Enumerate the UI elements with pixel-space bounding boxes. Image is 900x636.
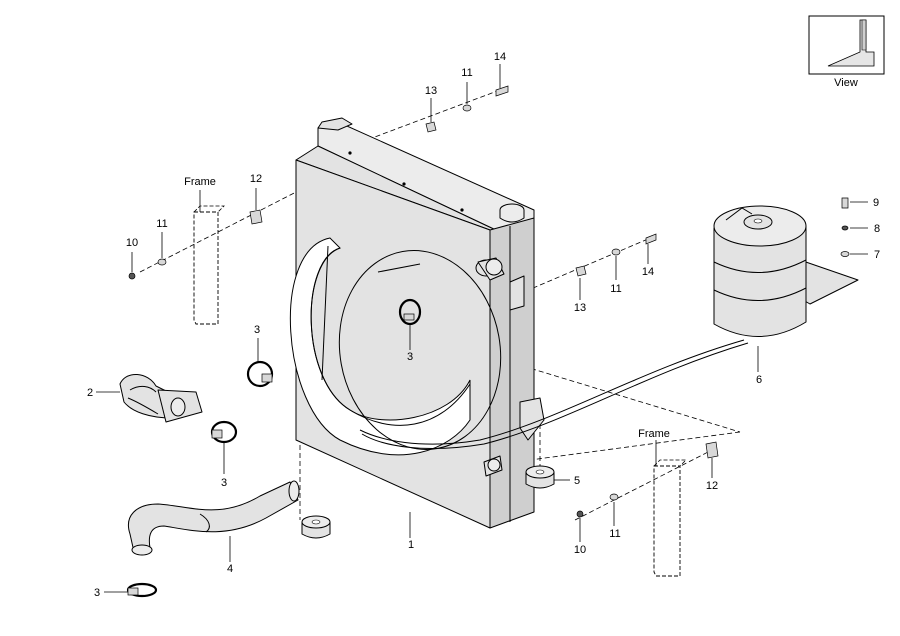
callout-13-mid: 13 bbox=[574, 302, 586, 314]
lower-hose bbox=[128, 480, 300, 556]
callout-labels: 1 2 3 3 3 3 4 5 6 7 8 9 10 10 11 11 11 1… bbox=[87, 51, 880, 599]
isolator-left bbox=[301, 515, 331, 539]
callout-3-b: 3 bbox=[254, 324, 260, 336]
bolt-9 bbox=[841, 197, 849, 209]
callout-3-c: 3 bbox=[221, 477, 227, 489]
callout-2: 2 bbox=[87, 387, 93, 399]
washer-11-mid bbox=[611, 248, 621, 256]
nut-10-right bbox=[576, 510, 584, 518]
clamp-lower-left bbox=[210, 420, 238, 444]
hardware bbox=[128, 85, 850, 518]
callout-11-top: 11 bbox=[461, 67, 472, 79]
callout-11-left: 11 bbox=[156, 218, 167, 230]
frame-right-label: Frame bbox=[638, 428, 670, 440]
coolant-reservoir bbox=[359, 205, 859, 450]
bolt-12-right bbox=[705, 441, 719, 459]
callout-10-right: 10 bbox=[574, 544, 586, 556]
callout-12-right: 12 bbox=[706, 480, 718, 492]
bolt-12-left bbox=[249, 209, 263, 225]
callout-3-a: 3 bbox=[407, 351, 413, 363]
washer-11-top bbox=[462, 104, 472, 112]
callout-13-top: 13 bbox=[425, 85, 437, 97]
nut-10-left bbox=[128, 272, 136, 280]
nut-8 bbox=[841, 225, 849, 231]
nut-13-mid bbox=[575, 265, 587, 277]
callout-10-left: 10 bbox=[126, 237, 138, 249]
callout-14-mid: 14 bbox=[642, 266, 654, 278]
callout-12-left: 12 bbox=[250, 173, 262, 185]
callout-8: 8 bbox=[874, 223, 880, 235]
isolator-right bbox=[525, 465, 555, 489]
callout-14-top: 14 bbox=[494, 51, 506, 63]
callout-11-mid: 11 bbox=[610, 283, 621, 295]
callout-4: 4 bbox=[227, 563, 233, 575]
washer-7 bbox=[840, 251, 850, 257]
bolt-14-mid bbox=[645, 233, 657, 245]
view-inset: View bbox=[808, 15, 885, 89]
upper-hose bbox=[119, 374, 203, 423]
callout-3-d: 3 bbox=[94, 587, 100, 599]
radiator bbox=[295, 117, 545, 529]
frame-right: Frame bbox=[638, 428, 687, 577]
clamp-upper-left bbox=[246, 360, 274, 388]
frame-left-label: Frame bbox=[184, 176, 216, 188]
bolt-14-top bbox=[495, 85, 509, 97]
frame-left: Frame bbox=[184, 176, 225, 325]
callout-11-right: 11 bbox=[609, 528, 620, 540]
nut-13-top bbox=[425, 121, 437, 133]
rubber-isolators bbox=[301, 465, 555, 539]
callout-7: 7 bbox=[874, 249, 880, 261]
leader-lines bbox=[96, 64, 868, 593]
clamp-bottom bbox=[126, 582, 158, 598]
callout-6: 6 bbox=[756, 374, 762, 386]
fan-shroud bbox=[289, 237, 502, 456]
callout-5: 5 bbox=[574, 475, 580, 487]
callout-9: 9 bbox=[873, 197, 879, 209]
view-label: View bbox=[834, 77, 858, 89]
washer-11-left bbox=[157, 258, 167, 266]
callout-1: 1 bbox=[408, 539, 414, 551]
washer-11-right bbox=[609, 493, 619, 501]
